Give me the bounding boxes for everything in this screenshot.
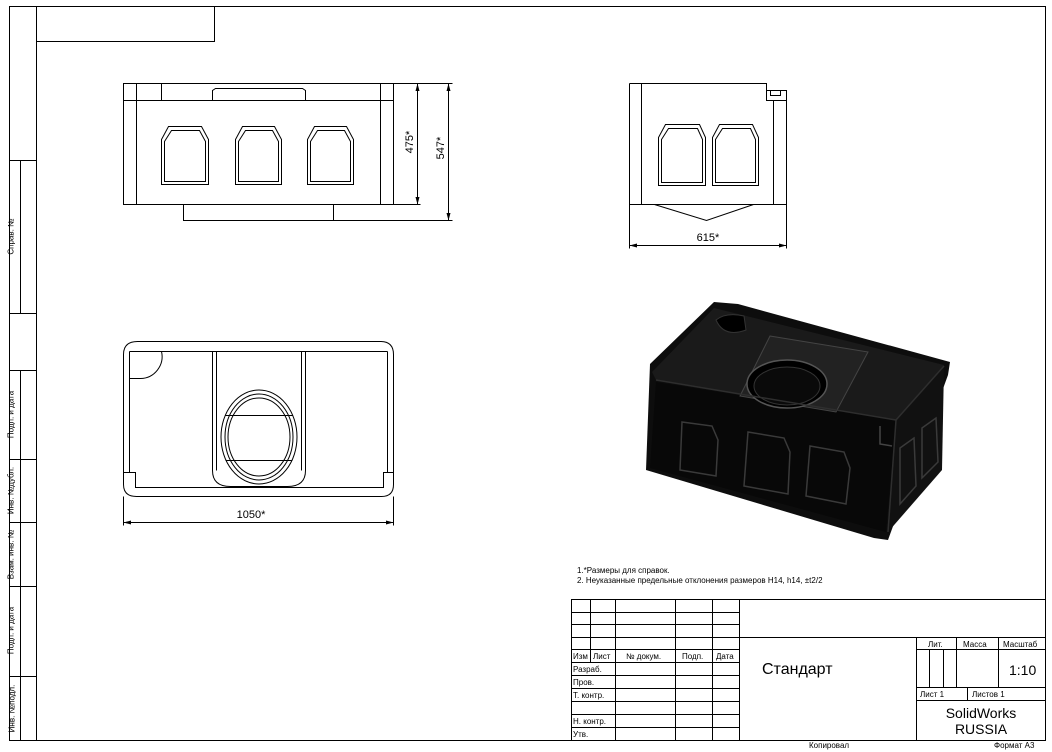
tb-lit: Лит.	[928, 640, 943, 649]
dimension-1050: 1050*	[236, 509, 266, 521]
tb-sheet: Лист 1	[920, 690, 945, 699]
tb-header-podp: Подп.	[682, 652, 704, 661]
sidebar-label-podp-data-1: Подп. и дата	[6, 390, 16, 439]
tb-row-tkontr: Т. контр.	[573, 691, 605, 700]
tb-row-utv: Утв.	[573, 730, 589, 739]
tb-row-razrab: Разраб.	[573, 665, 602, 674]
tb-document-name: Стандарт	[762, 661, 833, 678]
sidebar-label-sprav: Справ. №	[6, 218, 16, 255]
tb-header-doc: № докум.	[626, 652, 662, 661]
tb-sheets: Листов 1	[972, 690, 1005, 699]
note-line-2: 2. Неуказанные предельные отклонения раз…	[577, 576, 823, 585]
top-view	[123, 341, 394, 526]
tb-company-line-2: RUSSIA	[954, 721, 1008, 737]
tb-kopiroval: Копировал	[809, 741, 850, 750]
sidebar-label-inv-podl: Инв. №подл.	[7, 684, 17, 733]
dimension-475: 475*	[404, 130, 416, 154]
dimension-615: 615*	[696, 232, 720, 244]
sidebar-label-podp-data-2: Подп. и дата	[6, 606, 16, 655]
side-view	[629, 83, 787, 249]
sidebar-label-inv-dubl: Инв. №дубл.	[6, 466, 16, 515]
sidebar-label-vzam-inv: Взам. инв. №	[6, 529, 16, 580]
tb-masshtab: Масштаб	[1003, 640, 1038, 649]
note-line-1: 1.*Размеры для справок.	[577, 566, 670, 575]
isometric-view	[646, 302, 950, 540]
front-view	[123, 83, 453, 221]
tb-header-list: Лист	[593, 652, 611, 661]
tb-header-izm: Изм	[573, 652, 588, 661]
tb-row-nkontr: Н. контр.	[573, 717, 607, 726]
tb-scale-value: 1:10	[1009, 662, 1037, 678]
tb-row-prov: Пров.	[573, 678, 595, 687]
outer-frame	[9, 6, 1046, 741]
title-block-grid	[571, 599, 1046, 741]
tb-company-line-1: SolidWorks	[945, 705, 1017, 721]
tb-format: Формат А3	[994, 741, 1035, 750]
tb-massa: Масса	[963, 640, 987, 649]
tb-header-data: Дата	[716, 652, 734, 661]
dimension-547: 547*	[435, 136, 447, 160]
